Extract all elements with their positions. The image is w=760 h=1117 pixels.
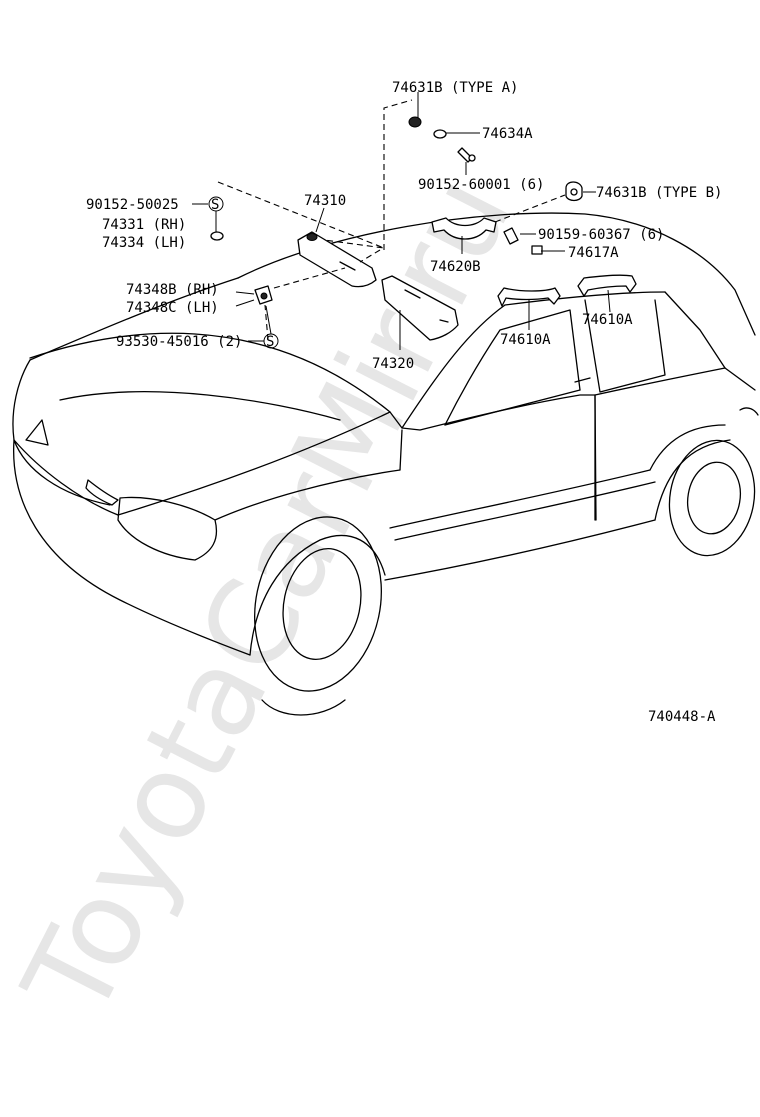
label-74610A-rear: 74610A [582, 312, 633, 328]
label-74617A: 74617A [568, 245, 619, 261]
label-90159-60367: 90159-60367 (6) [538, 227, 664, 243]
clip-icon [210, 231, 224, 241]
clip-icon [531, 245, 543, 255]
assist-grip-icon [577, 274, 637, 297]
visor-holder-icon [254, 285, 273, 305]
screw-icon [457, 147, 476, 163]
figure-code: 740448-A [648, 709, 716, 725]
label-74310: 74310 [304, 193, 346, 209]
assist-grip-icon [497, 287, 561, 307]
car-body-outline-icon [12, 212, 759, 716]
callout-labels: 74631B (TYPE A) 74634A 90152-60001 (6) 7… [86, 80, 722, 725]
screw-icon [503, 227, 519, 245]
label-74631B-type-a: 74631B (TYPE A) [392, 80, 518, 96]
leader-lines [192, 92, 611, 350]
clip-icon [408, 116, 422, 128]
label-74320: 74320 [372, 356, 414, 372]
label-90152-50025: 90152-50025 [86, 197, 179, 213]
label-74620B: 74620B [430, 259, 481, 275]
svg-text:S: S [211, 197, 219, 213]
sun-visor-lh-icon [381, 275, 459, 341]
label-74331-rh: 74331 (RH) [102, 217, 186, 233]
label-74634A: 74634A [482, 126, 533, 142]
svg-text:S: S [266, 334, 274, 350]
label-93530-45016: 93530-45016 (2) [116, 334, 242, 350]
label-74610A-mid: 74610A [500, 332, 551, 348]
sun-visor-rh-icon [297, 231, 377, 288]
s-mark-icon: S [208, 196, 224, 213]
label-74334-lh: 74334 (LH) [102, 235, 186, 251]
watermark: ToyotaCarMir.ru [0, 154, 538, 1038]
label-90152-60001: 90152-60001 (6) [418, 177, 544, 193]
label-74348C-lh: 74348C (LH) [126, 300, 219, 316]
assist-grip-icon [431, 217, 497, 240]
s-mark-icon: S [263, 333, 279, 350]
clip-icon [565, 181, 583, 202]
label-74348B-rh: 74348B (RH) [126, 282, 219, 298]
clip-icon [433, 129, 447, 139]
label-74631B-type-b: 74631B (TYPE B) [596, 185, 722, 201]
